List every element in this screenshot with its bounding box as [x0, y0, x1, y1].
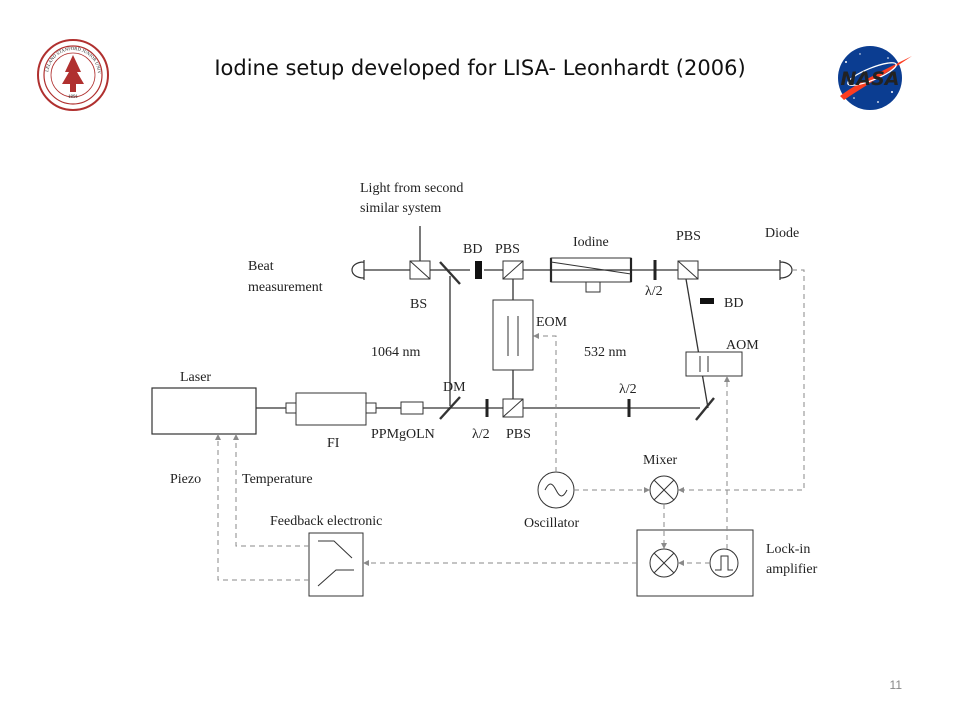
label-1064nm: 1064 nm	[371, 345, 421, 360]
beam-dump-right	[700, 298, 714, 304]
label-lockin: Lock-in	[766, 542, 810, 557]
label-oscillator: Oscillator	[524, 516, 580, 531]
label-532nm: 532 nm	[584, 345, 627, 360]
label-halfwave-mid: λ/2	[619, 382, 637, 397]
label-light-from-second: Light from second	[360, 181, 463, 196]
aom-box	[685, 351, 743, 377]
label-temperature: Temperature	[242, 472, 313, 487]
fi-body	[295, 392, 367, 426]
label-pbs-top-right: PBS	[676, 229, 701, 244]
signal-feedback-piezo	[217, 434, 309, 581]
signal-feedback-temperature	[235, 434, 309, 547]
label-similar-system: similar system	[360, 201, 441, 216]
signal-diode-mixer	[678, 269, 805, 491]
mirror-top-left	[439, 261, 461, 285]
diode-detector	[779, 260, 793, 280]
nasa-wordmark: NASA	[841, 68, 900, 90]
stanford-seal-logo: 1891 LELAND STANFORD JUNIOR UNIVERSITY	[36, 38, 109, 111]
nasa-meatball-logo: NASA	[838, 46, 912, 110]
slide-title: Iodine setup developed for LISA- Leonhar…	[214, 56, 746, 80]
label-bd-top: BD	[463, 242, 482, 257]
label-eom: EOM	[536, 315, 568, 330]
label-bd-right: BD	[724, 296, 743, 311]
laser-box	[151, 387, 257, 435]
ppmgoln-crystal	[400, 401, 424, 415]
seal-year: 1891	[68, 95, 79, 100]
label-dm: DM	[443, 380, 466, 395]
redwood-tree-icon	[62, 55, 84, 92]
label-bs: BS	[410, 297, 427, 312]
square-wave-symbol	[709, 548, 739, 578]
label-iodine: Iodine	[573, 235, 609, 250]
label-pbs-bottom: PBS	[506, 427, 531, 442]
label-halfwave-bottom: λ/2	[472, 427, 490, 442]
label-laser: Laser	[180, 370, 211, 385]
label-pbs-top-left: PBS	[495, 242, 520, 257]
label-halfwave-top: λ/2	[645, 284, 663, 299]
beam-dump-top	[475, 261, 482, 279]
label-mixer: Mixer	[643, 453, 678, 468]
eom-box	[492, 299, 534, 371]
mirror-bottom-right	[695, 397, 715, 421]
beam-to-diode	[685, 278, 709, 409]
label-amplifier: amplifier	[766, 562, 818, 577]
label-fi: FI	[327, 436, 340, 451]
signal-oscillator-eom	[533, 335, 557, 472]
dm-mirror	[439, 396, 461, 420]
label-aom: AOM	[726, 338, 759, 353]
label-ppmgoln: PPMgOLN	[371, 427, 435, 442]
label-measurement: measurement	[248, 280, 323, 295]
label-diode: Diode	[765, 226, 799, 241]
fi-box	[285, 402, 297, 414]
page-number: 11	[889, 678, 902, 692]
label-feedback-electronic: Feedback electronic	[270, 514, 382, 529]
label-piezo: Piezo	[170, 472, 201, 487]
beat-detector	[351, 260, 365, 280]
label-beat: Beat	[248, 259, 274, 274]
